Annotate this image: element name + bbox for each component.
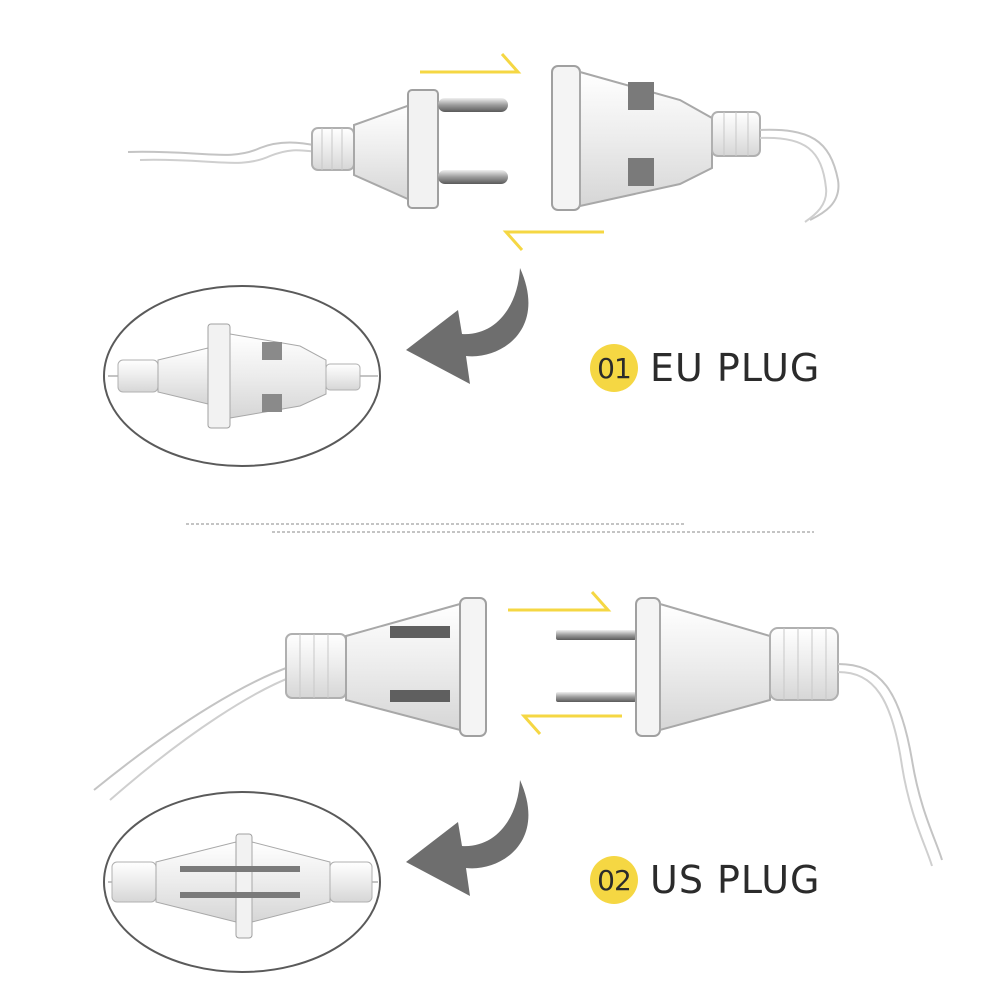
step-badge-02: 02 [590, 856, 638, 904]
eu-plug-title: EU PLUG [650, 346, 821, 390]
section-divider [186, 523, 814, 533]
us-female-socket [93, 597, 487, 801]
us-curved-arrow [406, 780, 529, 896]
eu-connected-ellipse [103, 285, 381, 467]
eu-male-plug [127, 89, 508, 209]
us-push-arrows [508, 591, 622, 735]
us-plug-title: US PLUG [650, 858, 821, 902]
step-badge-01: 01 [590, 344, 638, 392]
eu-curved-arrow [406, 268, 529, 384]
us-male-plug [556, 597, 943, 867]
us-plug-label: 02 US PLUG [590, 856, 820, 904]
eu-female-socket [551, 65, 840, 223]
eu-plug-label: 01 EU PLUG [590, 344, 820, 392]
eu-push-arrows [420, 53, 604, 251]
us-connected-ellipse [103, 791, 381, 973]
